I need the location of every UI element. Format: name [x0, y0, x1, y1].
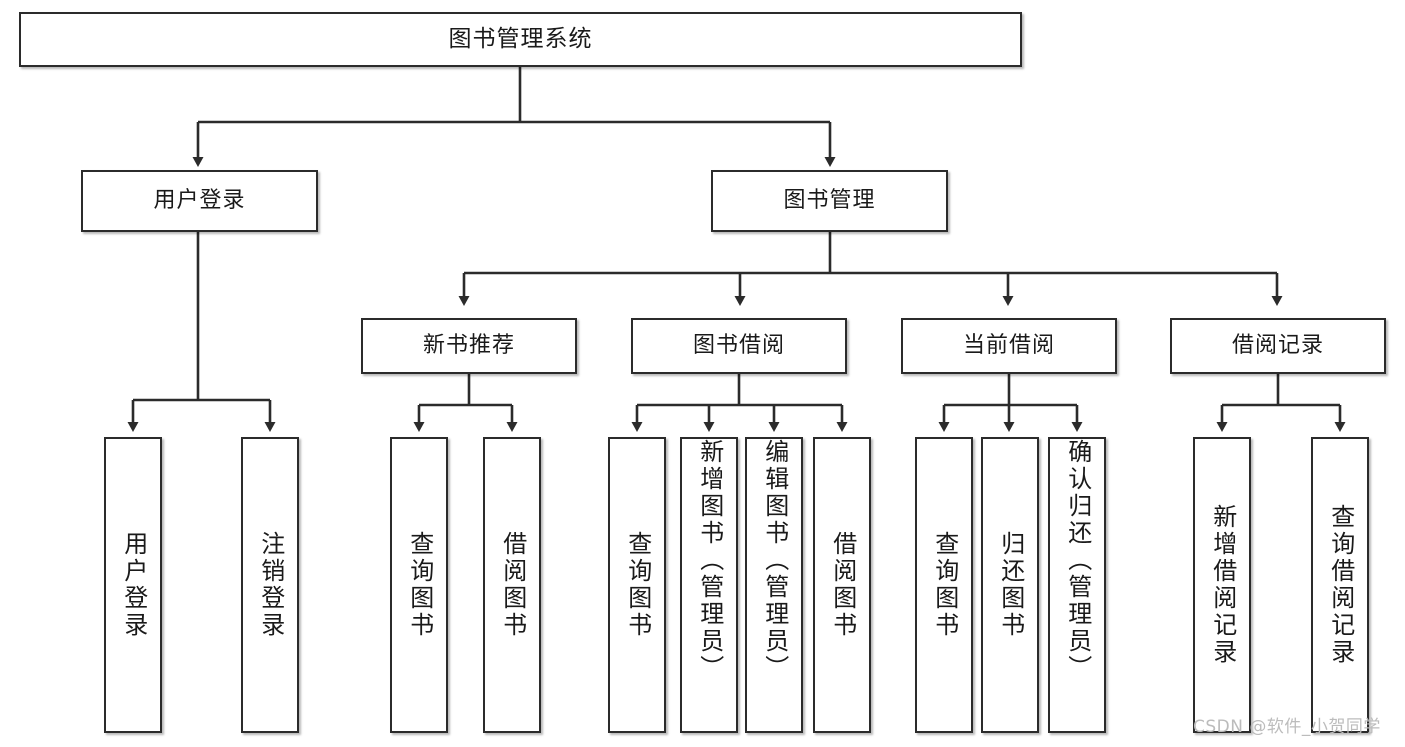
- node-root-label: 图书管理系统: [448, 25, 593, 52]
- node-user-login-label: 用户登录: [153, 187, 246, 213]
- leaf-user-login[interactable]: 用户登录: [104, 437, 162, 733]
- node-current-borrow[interactable]: 当前借阅: [901, 318, 1117, 374]
- node-new-book-recommend[interactable]: 新书推荐: [361, 318, 577, 374]
- leaf-add-book-admin-label: 新增图书（管理员）: [695, 439, 724, 682]
- leaf-add-borrow-record-label: 新增借阅记录: [1208, 504, 1237, 666]
- node-user-login[interactable]: 用户登录: [81, 170, 318, 232]
- node-book-borrow-label: 图书借阅: [692, 332, 785, 358]
- leaf-query-book-rec[interactable]: 查询图书: [390, 437, 448, 733]
- leaf-borrow-book-rec[interactable]: 借阅图书: [483, 437, 541, 733]
- node-current-borrow-label: 当前借阅: [962, 332, 1055, 358]
- leaf-query-borrow-record-label: 查询借阅记录: [1326, 504, 1355, 666]
- leaf-edit-book-admin[interactable]: 编辑图书（管理员）: [745, 437, 803, 733]
- leaf-user-login-label: 用户登录: [119, 531, 148, 639]
- leaf-borrow-book[interactable]: 借阅图书: [813, 437, 871, 733]
- leaf-confirm-return-admin-label: 确认归还（管理员）: [1063, 439, 1092, 682]
- leaf-edit-book-admin-label: 编辑图书（管理员）: [760, 439, 789, 682]
- leaf-borrow-book-label: 借阅图书: [828, 531, 857, 639]
- leaf-query-book-borrow-label: 查询图书: [623, 531, 652, 639]
- leaf-confirm-return-admin[interactable]: 确认归还（管理员）: [1048, 437, 1106, 733]
- leaf-add-borrow-record[interactable]: 新增借阅记录: [1193, 437, 1251, 733]
- node-book-management-label: 图书管理: [783, 187, 876, 213]
- node-new-book-recommend-label: 新书推荐: [422, 332, 515, 358]
- node-root[interactable]: 图书管理系统: [19, 12, 1022, 67]
- leaf-add-book-admin[interactable]: 新增图书（管理员）: [680, 437, 738, 733]
- leaf-borrow-book-rec-label: 借阅图书: [498, 531, 527, 639]
- node-book-management[interactable]: 图书管理: [711, 170, 948, 232]
- leaf-logout-label: 注销登录: [256, 531, 285, 639]
- node-book-borrow[interactable]: 图书借阅: [631, 318, 847, 374]
- node-borrow-record[interactable]: 借阅记录: [1170, 318, 1386, 374]
- leaf-query-book-borrow[interactable]: 查询图书: [608, 437, 666, 733]
- leaf-return-book[interactable]: 归还图书: [981, 437, 1039, 733]
- leaf-query-borrow-record[interactable]: 查询借阅记录: [1311, 437, 1369, 733]
- watermark-credit: CSDN @软件_小贺同学: [1193, 717, 1381, 737]
- leaf-query-book-rec-label: 查询图书: [405, 531, 434, 639]
- leaf-logout[interactable]: 注销登录: [241, 437, 299, 733]
- leaf-query-book-current-label: 查询图书: [930, 531, 959, 639]
- node-borrow-record-label: 借阅记录: [1231, 332, 1324, 358]
- leaf-query-book-current[interactable]: 查询图书: [915, 437, 973, 733]
- leaf-return-book-label: 归还图书: [996, 531, 1025, 639]
